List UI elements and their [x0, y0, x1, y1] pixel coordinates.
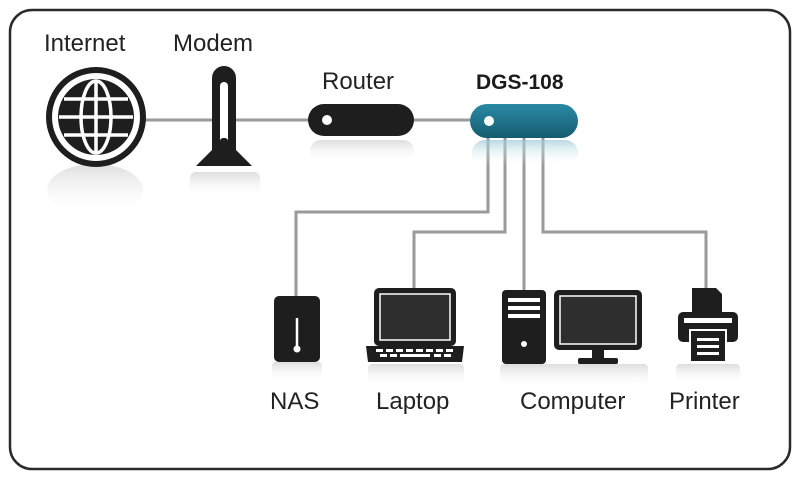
label-switch: DGS-108	[476, 71, 564, 94]
laptop-icon	[366, 288, 464, 362]
tower-icon	[502, 290, 546, 364]
label-router: Router	[322, 68, 395, 95]
cable-switch-printer	[541, 138, 708, 288]
reflections	[47, 140, 740, 388]
label-nas: NAS	[270, 388, 320, 415]
printer-icon	[678, 288, 738, 363]
label-printer: Printer	[669, 388, 740, 415]
cable-switch-laptop	[412, 138, 507, 290]
label-computer: Computer	[520, 388, 626, 415]
label-modem: Modem	[173, 30, 254, 57]
nas-icon	[274, 296, 320, 362]
globe-icon	[46, 67, 146, 167]
label-internet: Internet	[44, 30, 126, 57]
monitor-icon	[554, 290, 642, 364]
label-laptop: Laptop	[376, 388, 450, 415]
cable-switch-nas	[294, 138, 490, 300]
cables	[140, 118, 708, 300]
switch-icon	[470, 104, 578, 138]
router-icon	[308, 104, 414, 136]
modem-icon	[196, 66, 252, 166]
